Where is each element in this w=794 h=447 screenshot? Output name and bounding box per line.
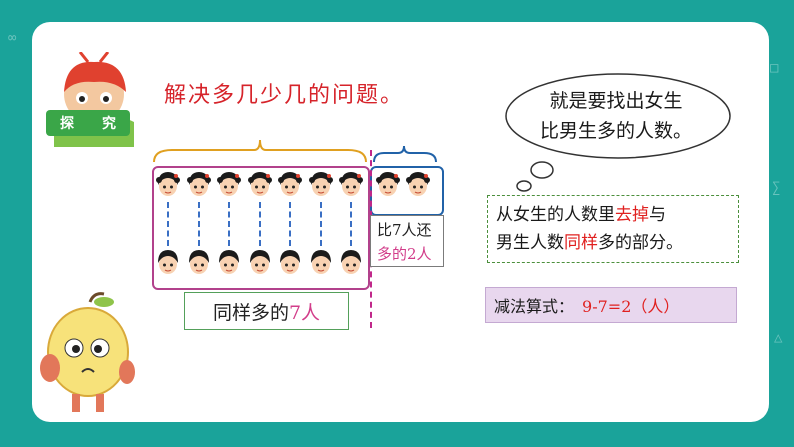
page-title: 解决多几少几的问题。: [164, 83, 405, 108]
explanation-highlight: 去掉: [615, 205, 649, 225]
boy-face-icon: [249, 250, 270, 274]
chalk-doodle: ∞: [8, 30, 17, 46]
chalk-doodle: ∑: [772, 180, 781, 196]
boy-face-icon: [188, 250, 209, 274]
extra-count-label: 比7人还 多的2人: [370, 215, 444, 267]
pairing-dash: [289, 202, 291, 246]
pairing-dash: [167, 202, 169, 246]
girl-face-icon: [308, 172, 333, 196]
same-label-highlight: 7人: [288, 301, 321, 324]
speech-line: 比男生多的人数。: [539, 120, 692, 142]
same-count-group-box: [152, 166, 370, 290]
explanation-text: 与: [649, 205, 666, 225]
boy-face-icon: [280, 250, 300, 274]
boy-face-icon: [158, 250, 178, 274]
explanation-text: 从女生的人数里: [496, 205, 615, 225]
boy-face-icon: [310, 250, 331, 274]
apple-mascot-icon: [40, 292, 135, 412]
pairing-dash: [228, 202, 230, 246]
formula-expression: 9-7=2（人）: [582, 297, 680, 316]
girl-face-icon: [186, 172, 211, 196]
pairing-dash: [258, 202, 261, 246]
formula-box: 减法算式： 9-7=2（人）: [485, 287, 737, 323]
pairing-dash: [319, 202, 322, 246]
speech-bubble: [505, 73, 731, 192]
girl-face-icon: [376, 172, 400, 196]
extra-label-line: 比7人还: [377, 221, 432, 239]
explanation-box: 从女生的人数里去掉与 男生人数同样多的部分。: [487, 195, 739, 263]
pairing-dash: [350, 202, 352, 246]
explanation-highlight: 同样: [564, 233, 598, 253]
speech-bubble-text: 就是要找出女生 比男生多的人数。: [516, 86, 716, 146]
boy-face-icon: [219, 250, 239, 274]
mascot-label: 探 究: [46, 110, 130, 136]
explanation-line: 男生人数同样多的部分。: [496, 229, 730, 257]
brace-overlay: [153, 139, 437, 163]
explanation-line: 从女生的人数里去掉与: [496, 201, 730, 229]
girl-face-icon: [247, 172, 272, 196]
content-card: 探 究 解决多几少几的问题。 就是要找出女生 比男生多的人数。 比7人还 多的2…: [32, 22, 769, 422]
mascot-label-char: 究: [102, 116, 116, 132]
extra-label-line: 多的2人: [377, 245, 432, 263]
boy-face-icon: [341, 250, 361, 274]
girl-face-icon: [339, 172, 363, 196]
speech-line: 就是要找出女生: [549, 90, 683, 112]
girl-face-icon: [406, 172, 430, 196]
explanation-text: 男生人数: [496, 233, 564, 253]
formula-label: 减法算式：: [494, 297, 575, 316]
girl-face-icon: [217, 172, 241, 196]
pairing-dash: [197, 202, 200, 246]
explanation-text: 多的部分。: [598, 233, 683, 253]
girl-face-icon: [156, 172, 180, 196]
chalk-doodle: △: [774, 330, 783, 346]
same-label-text: 同样多的: [212, 301, 289, 324]
extra-brace: [373, 145, 437, 163]
group-brace: [153, 139, 367, 163]
chalk-doodle: □: [770, 60, 779, 76]
girl-face-icon: [278, 172, 302, 196]
mascot-label-char: 探: [60, 116, 74, 132]
